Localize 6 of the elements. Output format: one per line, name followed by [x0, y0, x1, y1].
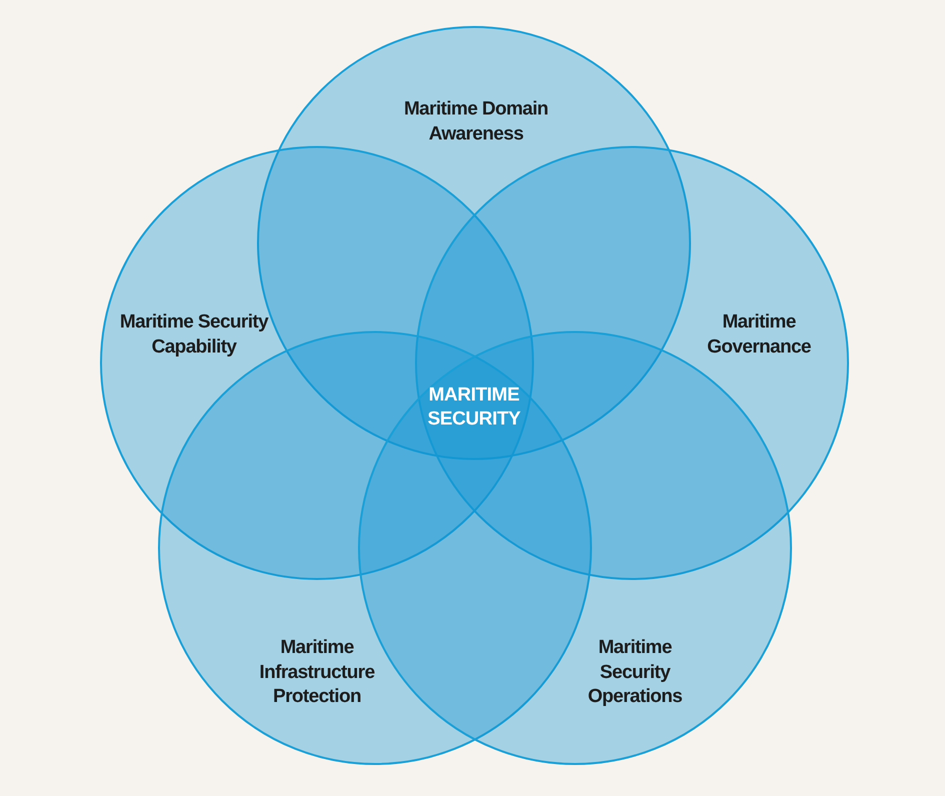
circle-label: Maritime Security Capability — [118, 310, 270, 359]
circle-label: Maritime Domain Awareness — [402, 97, 550, 146]
circle-label: Maritime Security Operations — [586, 636, 684, 710]
circle-label: Maritime Infrastructure Protection — [258, 636, 376, 710]
circle-label: Maritime Governance — [706, 310, 812, 359]
center-label: MARITIME SECURITY — [426, 383, 522, 431]
